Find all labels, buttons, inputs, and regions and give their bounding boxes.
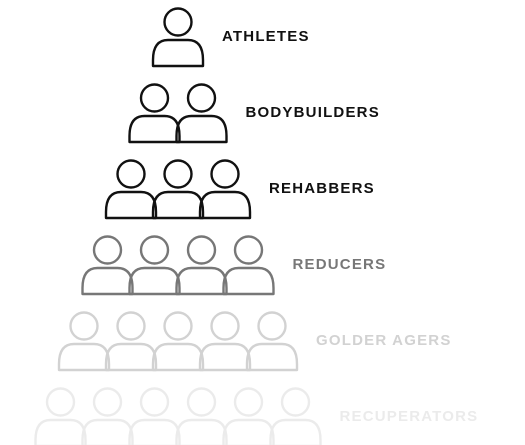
- tier-label: ATHLETES: [222, 28, 310, 45]
- person-outline-icon: [175, 387, 228, 445]
- person-head: [186, 387, 217, 417]
- person-body: [151, 190, 205, 220]
- person-outline-icon: [175, 83, 228, 144]
- person-head: [163, 311, 193, 341]
- person-head: [116, 311, 146, 341]
- person-head: [116, 159, 146, 189]
- person-body: [175, 114, 228, 144]
- person-body: [222, 418, 275, 445]
- person-head: [280, 387, 311, 417]
- person-body: [34, 418, 87, 445]
- person-outline-icon: [245, 311, 299, 372]
- person-outline-icon: [104, 311, 158, 372]
- person-body: [245, 342, 299, 372]
- person-body: [198, 342, 252, 372]
- tier-label: REHABBERS: [269, 180, 375, 197]
- tier-label: BODYBUILDERS: [246, 104, 380, 121]
- person-outline-icon: [222, 387, 275, 445]
- person-head: [139, 235, 170, 265]
- person-body: [198, 190, 252, 220]
- tier-label: GOLDER AGERS: [316, 332, 452, 349]
- person-outline-icon: [104, 159, 158, 220]
- person-body: [151, 342, 205, 372]
- person-head: [233, 387, 264, 417]
- person-body: [104, 190, 158, 220]
- person-outline-icon: [128, 387, 181, 445]
- person-head: [163, 159, 193, 189]
- person-body: [175, 266, 228, 296]
- person-outline-icon: [128, 235, 181, 296]
- person-outline-icon: [81, 387, 134, 445]
- person-body: [128, 418, 181, 445]
- person-outline-icon: [151, 311, 205, 372]
- tier-label: REDUCERS: [293, 256, 387, 273]
- person-outline-icon: [57, 311, 111, 372]
- person-outline-icon: [151, 7, 205, 68]
- person-body: [104, 342, 158, 372]
- person-head: [210, 159, 240, 189]
- person-head: [45, 387, 76, 417]
- person-body: [222, 266, 275, 296]
- person-head: [257, 311, 287, 341]
- person-outline-icon: [269, 387, 322, 445]
- person-head: [163, 7, 193, 37]
- person-head: [186, 83, 217, 113]
- person-outline-icon: [198, 311, 252, 372]
- person-outline-icon: [175, 235, 228, 296]
- person-head: [186, 235, 217, 265]
- person-body: [81, 266, 134, 296]
- tier-label: RECUPERATORS: [340, 408, 479, 425]
- person-outline-icon: [81, 235, 134, 296]
- person-head: [92, 235, 123, 265]
- person-outline-icon: [222, 235, 275, 296]
- tier-athletes: ATHLETES: [151, 7, 310, 68]
- person-outline-icon: [34, 387, 87, 445]
- person-outline-icon: [198, 159, 252, 220]
- tier-recuperators: RECUPERATORS: [34, 387, 479, 445]
- person-head: [139, 83, 170, 113]
- person-head: [139, 387, 170, 417]
- person-body: [128, 266, 181, 296]
- tier-reducers: REDUCERS: [81, 235, 387, 296]
- person-head: [210, 311, 240, 341]
- person-outline-icon: [128, 83, 181, 144]
- tier-bodybuilders: BODYBUILDERS: [128, 83, 380, 144]
- tier-golder-agers: GOLDER AGERS: [57, 311, 452, 372]
- person-body: [57, 342, 111, 372]
- person-body: [269, 418, 322, 445]
- person-body: [175, 418, 228, 445]
- person-head: [233, 235, 264, 265]
- person-body: [128, 114, 181, 144]
- tier-rehabbers: REHABBERS: [104, 159, 375, 220]
- person-outline-icon: [151, 159, 205, 220]
- person-head: [69, 311, 99, 341]
- person-body: [81, 418, 134, 445]
- person-head: [92, 387, 123, 417]
- person-body: [151, 38, 205, 68]
